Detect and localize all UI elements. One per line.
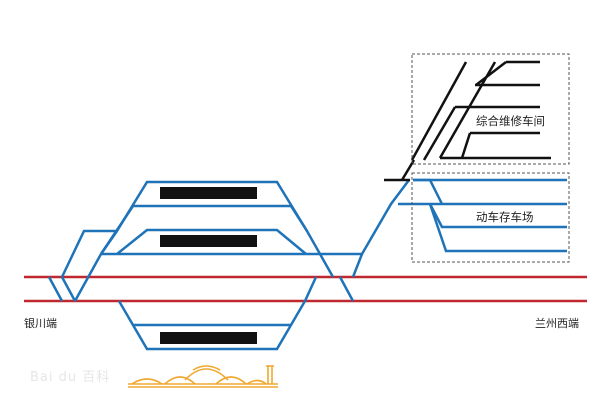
right-throat-b [320,179,410,256]
station-tracks [47,178,567,351]
left-crossover-b [60,276,77,302]
right-crossover-c [351,253,364,278]
storage-yard-label: 动车存车场 [476,210,534,224]
yard-boundary [411,172,570,263]
yard-track-5 [428,203,567,253]
depot-track-1-lead [475,61,507,86]
area-boundaries [411,53,570,263]
yard-track-4 [428,203,567,229]
right-crossover-b [338,276,355,302]
right-crossover-a [303,276,318,302]
left-crossover-a [47,276,64,302]
track-5 [99,205,135,255]
depot-ladder-1 [410,61,468,161]
depot-track-5-lead [460,132,472,159]
maintenance-depot-label: 综合维修车间 [476,114,545,128]
track-4 [116,228,307,255]
platform-1 [160,187,257,199]
station-building-icon [128,365,278,388]
platform-2 [160,235,257,247]
depot-lead-diag [400,159,416,181]
platforms [160,187,257,344]
depot-tracks [384,60,551,182]
watermark: Bai du 百科 [30,370,111,385]
depot-ladder-2 [422,106,457,161]
right-end-label: 兰州西端 [535,317,579,330]
platform-3 [160,332,257,344]
left-end-label: 银川端 [24,317,57,330]
right-throat-a [289,205,335,278]
yard-track-3 [413,178,444,205]
depot-boundary [411,53,570,165]
